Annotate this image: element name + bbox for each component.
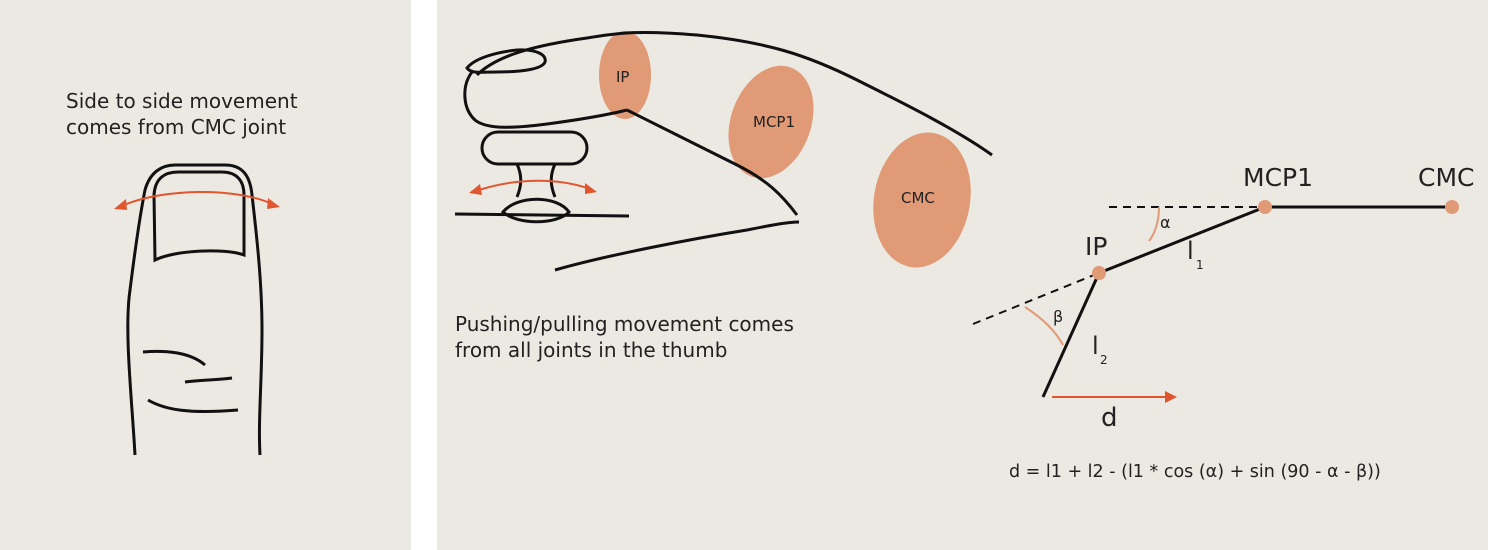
- cmc-label: CMC: [1418, 163, 1474, 192]
- l2-subscript: 2: [1100, 353, 1108, 367]
- left-panel: Side to side movement comes from CMC joi…: [0, 0, 411, 550]
- push-pull-caption: Pushing/pulling movement comes from all …: [455, 312, 794, 362]
- d-arrowhead: [1165, 391, 1177, 403]
- d-label: d: [1101, 403, 1118, 433]
- beta-reference-line: [972, 272, 1100, 325]
- crease-2: [184, 376, 233, 384]
- l1-label: l: [1187, 237, 1194, 265]
- push-pull-arrow: [478, 179, 588, 191]
- side-movement-caption: Side to side movement comes from CMC joi…: [66, 89, 298, 139]
- arrowhead-left: [114, 199, 127, 210]
- arrowhead-right: [267, 198, 280, 209]
- button-stem: [515, 163, 557, 198]
- thumb-side-illustration: IP MCP1 CMC: [454, 30, 993, 272]
- cmc-joint-dot: [1445, 200, 1459, 214]
- thumb-bottom-contour: [626, 108, 799, 216]
- ip-joint-marker: [599, 31, 651, 119]
- mcp1-joint-label: MCP1: [753, 113, 795, 131]
- push-arrowhead-left: [469, 184, 482, 195]
- displacement-formula: d = l1 + l2 - (l1 * cos (α) + sin (90 - …: [1009, 462, 1381, 482]
- thumb-front-illustration: [114, 163, 280, 456]
- ip-joint-label: IP: [616, 68, 629, 86]
- push-arrowhead-right: [585, 183, 597, 194]
- side-to-side-arrow: [123, 191, 271, 206]
- button-base: [500, 197, 571, 224]
- palm-contour: [554, 220, 800, 272]
- alpha-arc: [1148, 206, 1160, 242]
- thumb-tip-underside: [463, 71, 628, 129]
- segment-l2: [1041, 272, 1101, 398]
- segment-l1: [1098, 205, 1266, 275]
- thumb-outline: [126, 163, 264, 456]
- mcp1-joint-dot: [1258, 200, 1272, 214]
- thumbnail: [152, 170, 246, 263]
- l1-subscript: 1: [1196, 258, 1204, 272]
- surface-line: [454, 212, 630, 218]
- right-panel: IP MCP1 CMC Pushing/pulling movement com…: [437, 0, 1488, 550]
- cmc-joint-label: CMC: [901, 189, 935, 207]
- crease-1: [142, 349, 206, 367]
- alpha-label: α: [1160, 213, 1171, 232]
- beta-arc: [1024, 306, 1064, 346]
- ip-joint-dot: [1092, 266, 1106, 280]
- ip-label: IP: [1085, 232, 1107, 261]
- beta-label: β: [1053, 307, 1063, 326]
- l2-label: l: [1092, 332, 1099, 360]
- thumb-nail-tip: [465, 48, 547, 74]
- crease-3: [147, 398, 239, 413]
- cmc-joint-marker: [873, 132, 971, 268]
- button-top: [480, 130, 589, 166]
- thumb-top-contour: [475, 30, 993, 157]
- kinematic-diagram: MCP1 CMC IP α β l 1 l 2 d: [972, 163, 1474, 433]
- mcp1-joint-marker: [728, 65, 814, 179]
- mcp1-label: MCP1: [1243, 163, 1313, 192]
